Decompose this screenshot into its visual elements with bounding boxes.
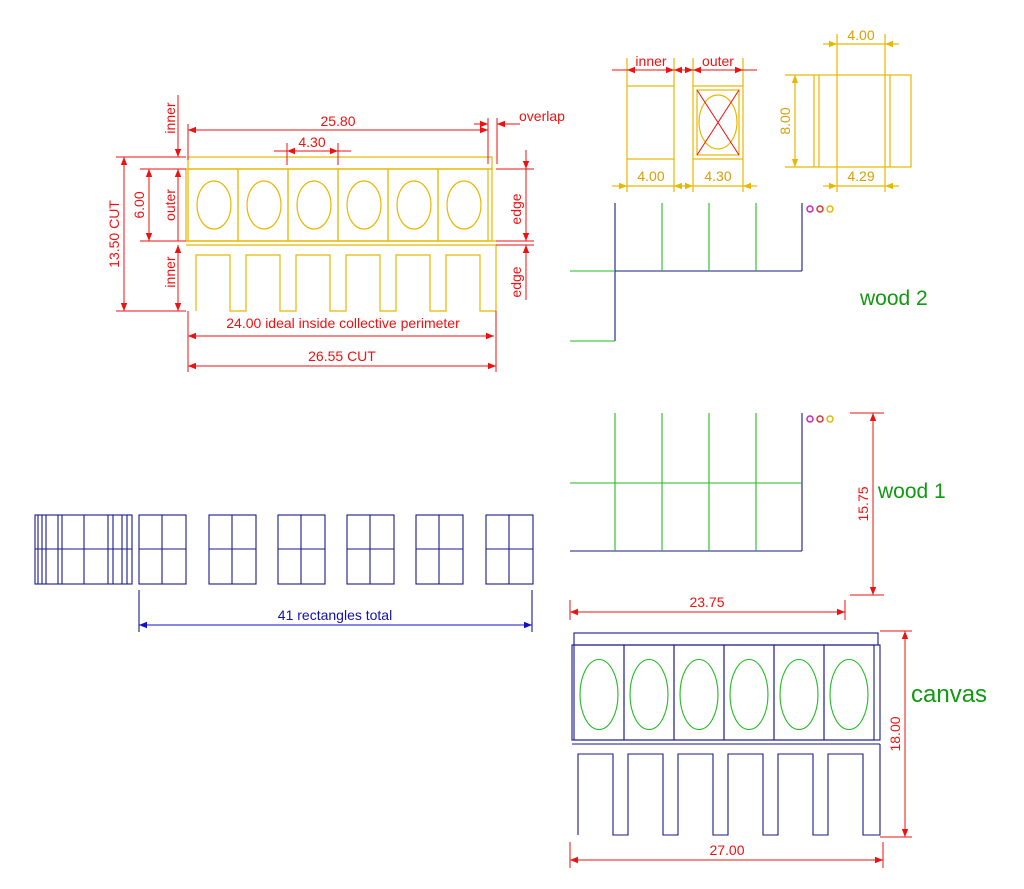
- dim-canvas-width: 27.00: [709, 842, 744, 858]
- dim-wood1-height: 15.75: [855, 486, 871, 521]
- label-canvas: canvas: [911, 681, 987, 708]
- dim-piece-inner-width: 4.00: [637, 168, 664, 184]
- outer-piece-inset: [696, 89, 740, 156]
- dim-24-00: 24.00 ideal inside collective perimeter: [226, 315, 460, 331]
- label-wood-2: wood 2: [859, 287, 928, 310]
- label-edge-2: edge: [508, 266, 524, 297]
- label-outer: outer: [162, 189, 178, 221]
- label-wood-1: wood 1: [877, 480, 946, 503]
- dim-wood1-width: 23.75: [689, 594, 724, 610]
- oval: [396, 180, 432, 230]
- label-inner-bottom: inner: [162, 256, 178, 287]
- dim-piece-4-29: 4.29: [847, 168, 874, 184]
- inner-comb: [195, 245, 497, 312]
- dim-piece-outer-width: 4.30: [704, 168, 731, 184]
- ucs-icon: [806, 205, 834, 213]
- dim-piece-8: 8.00: [777, 107, 793, 134]
- oval: [446, 180, 482, 230]
- ucs-icon: [806, 415, 834, 423]
- canvas-oval: [579, 658, 619, 731]
- canvas-oval: [629, 658, 669, 731]
- label-edge-1: edge: [508, 193, 524, 224]
- canvas-oval: [779, 658, 819, 731]
- top-assembly: [185, 156, 497, 312]
- oval: [296, 180, 332, 230]
- rect-stack: [34, 514, 133, 585]
- top-dimensions: 25.80 4.30 overlap 13.50 CUT 6.00 inner …: [106, 95, 565, 372]
- label-piece-inner: inner: [635, 53, 666, 69]
- canvas-comb: [577, 744, 881, 836]
- label-overlap: overlap: [519, 108, 565, 124]
- dim-6-00: 6.00: [131, 191, 147, 218]
- rect-row: [138, 514, 534, 585]
- label-inner-top: inner: [162, 102, 178, 133]
- outer-frame-row: [185, 168, 493, 242]
- canvas-cells: [573, 644, 875, 741]
- canvas-oval: [729, 658, 769, 731]
- pieces-group: inner outer 4.00 4.30 4.00 8.00 4.29: [612, 27, 912, 192]
- canvas-oval: [679, 658, 719, 731]
- edge-piece: [813, 74, 912, 168]
- wood1-group: 15.75 23.75 wood 1: [569, 412, 946, 620]
- oval: [346, 180, 382, 230]
- dim-piece-top-4: 4.00: [847, 27, 874, 43]
- wood2-group: wood 2: [570, 203, 928, 342]
- dim-4-30: 4.30: [298, 134, 325, 150]
- inner-piece: [626, 85, 675, 160]
- outer-piece-cross: [696, 89, 740, 156]
- rectangles-group: 41 rectangles total: [34, 514, 534, 632]
- canvas-oval: [829, 658, 869, 731]
- dim-26-55: 26.55 CUT: [308, 348, 376, 364]
- dim-canvas-height: 18.00: [887, 716, 903, 751]
- label-41-rectangles: 41 rectangles total: [278, 607, 392, 623]
- dim-13-50: 13.50 CUT: [106, 200, 122, 268]
- top-strip: [187, 156, 493, 170]
- outer-piece: [692, 85, 744, 160]
- oval: [196, 180, 232, 230]
- canvas-top-strip: [573, 632, 879, 646]
- outer-piece-oval: [698, 94, 738, 150]
- outer-cells: [187, 168, 489, 242]
- label-piece-outer: outer: [702, 53, 734, 69]
- canvas-group: 18.00 27.00 canvas: [569, 630, 987, 868]
- oval: [246, 180, 282, 230]
- dim-25-80: 25.80: [320, 113, 355, 129]
